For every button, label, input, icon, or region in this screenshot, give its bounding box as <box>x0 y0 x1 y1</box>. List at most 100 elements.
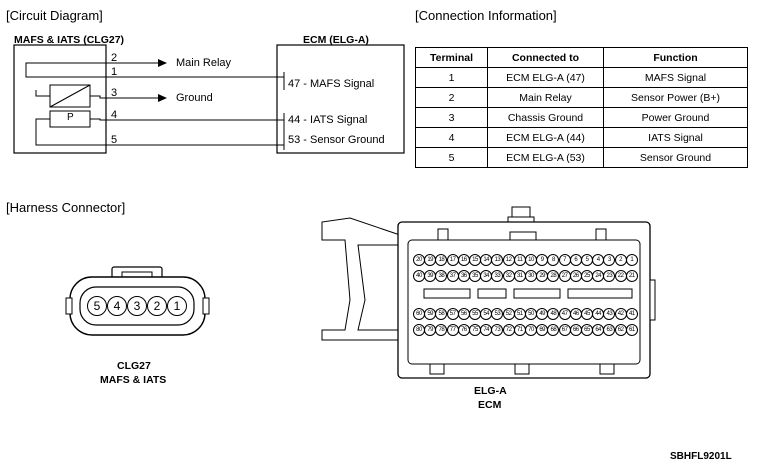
ground-label: Ground <box>176 92 213 104</box>
ecm-pin: 52 <box>502 308 515 320</box>
ecm-pin-53-label: 53 - Sensor Ground <box>288 134 385 146</box>
ecm-pin: 23 <box>603 270 616 282</box>
connection-info-heading: [Connection Information] <box>415 8 557 23</box>
pin-4-label: 4 <box>111 109 118 121</box>
ecm-pin: 67 <box>558 324 571 336</box>
table-row: 4 ECM ELG-A (44) IATS Signal <box>415 127 748 148</box>
ecm-pin: 39 <box>424 270 437 282</box>
ecm-pin: 28 <box>547 270 560 282</box>
ecm-pin: 46 <box>569 308 582 320</box>
ecm-pin: 3 <box>603 254 616 266</box>
ecm-pin: 24 <box>592 270 605 282</box>
pin-1-label: 1 <box>111 66 118 78</box>
ecm-pin: 51 <box>513 308 526 320</box>
ecm-pin: 11 <box>513 254 526 266</box>
ecm-pin: 78 <box>435 324 448 336</box>
pin-5-label: 5 <box>111 134 118 146</box>
ecm-pin: 64 <box>592 324 605 336</box>
table-row: 5 ECM ELG-A (53) Sensor Ground <box>415 147 748 168</box>
ecm-pin: 53 <box>491 308 504 320</box>
table-header-row: Terminal Connected to Function <box>415 47 748 68</box>
ecm-pin: 43 <box>603 308 616 320</box>
ecm-pin: 71 <box>513 324 526 336</box>
ecm-pin: 38 <box>435 270 448 282</box>
ecm-pin: 72 <box>502 324 515 336</box>
ecm-pin: 66 <box>569 324 582 336</box>
ecm-pin: 45 <box>581 308 593 320</box>
ecm-pin: 21 <box>625 270 638 282</box>
col-header-terminal: Terminal <box>415 47 488 68</box>
figure-code: SBHFL9201L <box>670 451 732 462</box>
ecm-pin: 68 <box>547 324 560 336</box>
ecm-pin: 16 <box>457 254 470 266</box>
col-header-function: Function <box>603 47 748 68</box>
ecm-pin: 79 <box>424 324 437 336</box>
ecm-title: ECM (ELG-A) <box>303 34 369 46</box>
ecm-pin: 27 <box>558 270 571 282</box>
ecm-pin: 62 <box>614 324 627 336</box>
ecm-pin: 41 <box>625 308 638 320</box>
pin-3-label: 3 <box>111 87 118 99</box>
ecm-pin: 48 <box>547 308 560 320</box>
ecm-pin: 60 <box>413 308 425 320</box>
clg27-pin: 4 <box>107 296 127 316</box>
ecm-pin: 9 <box>536 254 549 266</box>
ecm-pin: 47 <box>558 308 571 320</box>
clg27-pin: 1 <box>167 296 187 316</box>
ecm-pin: 50 <box>525 308 537 320</box>
ecm-pin: 44 <box>592 308 605 320</box>
ecm-pin: 61 <box>625 324 638 336</box>
ecm-pin: 69 <box>536 324 549 336</box>
clg27-pin: 5 <box>87 296 107 316</box>
ecm-pin: 73 <box>491 324 504 336</box>
ecm-pin: 42 <box>614 308 627 320</box>
ecm-pin: 77 <box>446 324 459 336</box>
ecm-pin: 17 <box>446 254 459 266</box>
clg27-pin: 3 <box>127 296 147 316</box>
ecm-pin: 55 <box>469 308 481 320</box>
ecm-pin: 33 <box>491 270 504 282</box>
ecm-pin: 63 <box>603 324 616 336</box>
ecm-pin: 26 <box>569 270 582 282</box>
ecm-pin: 8 <box>547 254 560 266</box>
ecm-pin: 4 <box>592 254 605 266</box>
ecm-pin-44-label: 44 - IATS Signal <box>288 114 368 126</box>
table-row: 1 ECM ELG-A (47) MAFS Signal <box>415 67 748 88</box>
connection-table: Terminal Connected to Function 1 ECM ELG… <box>415 47 748 168</box>
ecm-pin: 40 <box>413 270 425 282</box>
ecm-pin: 58 <box>435 308 448 320</box>
ecm-pin: 32 <box>502 270 515 282</box>
clg27-label: CLG27 <box>117 360 151 372</box>
ecm-pin: 29 <box>536 270 549 282</box>
ecm-pin: 74 <box>480 324 493 336</box>
ecm-pin: 6 <box>569 254 582 266</box>
ecm-pin: 18 <box>435 254 448 266</box>
table-row: 2 Main Relay Sensor Power (B+) <box>415 87 748 108</box>
ecm-pin: 31 <box>513 270 526 282</box>
main-relay-label: Main Relay <box>176 57 232 69</box>
ecm-pin: 59 <box>424 308 437 320</box>
ecm-pin-47-label: 47 - MAFS Signal <box>288 78 375 90</box>
harness-connector-heading: [Harness Connector] <box>6 200 126 215</box>
ecm-pin: 34 <box>480 270 493 282</box>
terminal-cell: 5 <box>415 147 488 168</box>
ecm-pin: 54 <box>480 308 493 320</box>
ecm-pin: 2 <box>614 254 627 266</box>
ecm-pin: 65 <box>581 324 593 336</box>
p-mark: P <box>67 112 74 123</box>
ecm-pin: 75 <box>469 324 481 336</box>
connected-to-cell: ECM ELG-A (53) <box>487 147 604 168</box>
circuit-diagram-heading: [Circuit Diagram] <box>6 8 103 23</box>
function-cell: Sensor Power (B+) <box>603 87 748 108</box>
ecm-pin: 13 <box>491 254 504 266</box>
ecm-pin: 36 <box>457 270 470 282</box>
ecm-pin: 57 <box>446 308 459 320</box>
ecm-pin: 5 <box>581 254 593 266</box>
ecm-pin: 12 <box>502 254 515 266</box>
ecm-pin: 35 <box>469 270 481 282</box>
ecm-connector-label: ELG-A <box>474 385 507 397</box>
ecm-connector-sub-label: ECM <box>478 399 502 411</box>
